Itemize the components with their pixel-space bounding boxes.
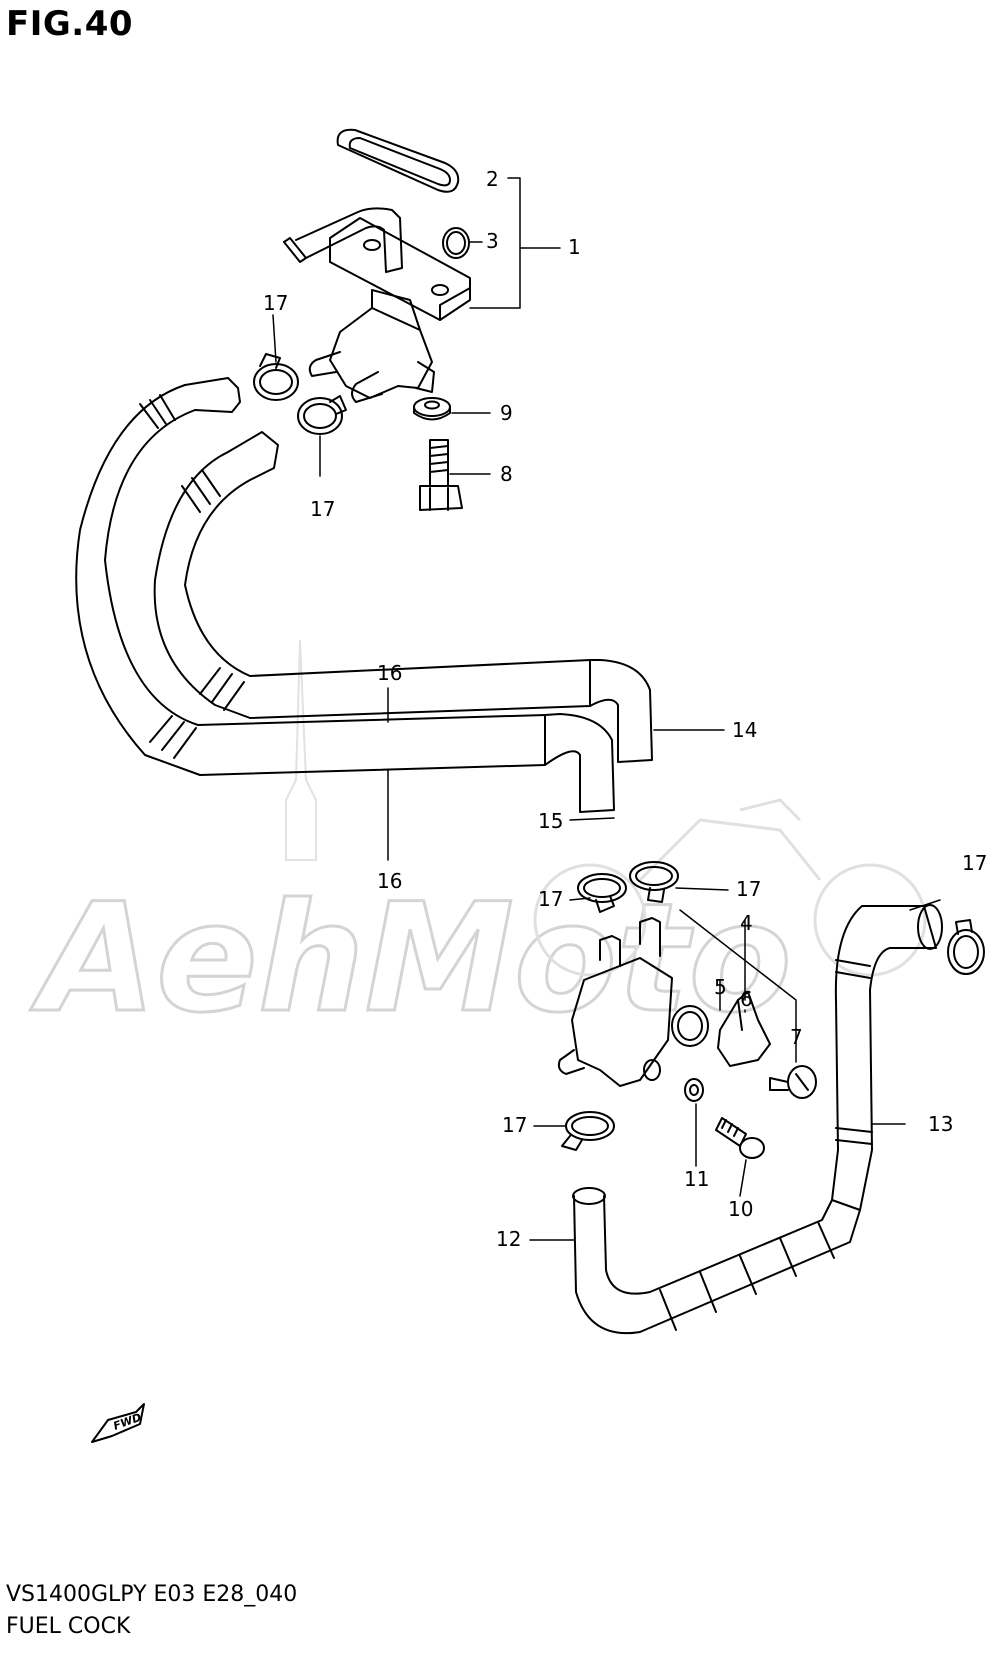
callout-17-upper-b: 17 xyxy=(310,497,335,521)
hose-clamp-17-lower-a xyxy=(577,873,627,913)
callout-16-lower: 16 xyxy=(377,869,402,893)
fuel-cock-lower-body xyxy=(557,917,709,1087)
screw-10 xyxy=(715,1117,765,1159)
figure-name: FUEL COCK xyxy=(6,1614,131,1639)
gasket-2 xyxy=(336,128,460,193)
callout-10: 10 xyxy=(728,1197,753,1221)
hose-14 xyxy=(589,659,653,763)
hose-13 xyxy=(831,904,943,1211)
callouts: 2 3 1 17 9 8 17 16 14 15 16 17 17 17 4 5… xyxy=(263,167,987,1251)
hose-clamp-17-lower-b xyxy=(629,861,679,903)
callout-1: 1 xyxy=(568,235,581,259)
o-ring-3 xyxy=(442,227,470,259)
callout-5: 5 xyxy=(714,975,727,999)
washer-9 xyxy=(413,397,451,421)
washer-11 xyxy=(684,1078,704,1102)
callout-17-lower-a: 17 xyxy=(538,887,563,911)
hose-16-inner xyxy=(153,431,591,719)
hose-clamp-17-upper-a xyxy=(253,353,299,401)
fwd-arrow-icon xyxy=(91,1403,145,1443)
callout-12: 12 xyxy=(496,1227,521,1251)
callout-9: 9 xyxy=(500,401,513,425)
callout-6: 6 xyxy=(740,987,753,1011)
bolt-8 xyxy=(419,439,463,511)
hose-12 xyxy=(572,1187,861,1335)
callout-15: 15 xyxy=(538,809,563,833)
callout-11: 11 xyxy=(684,1167,709,1191)
hose-clamp-17-right xyxy=(947,919,985,975)
callout-13: 13 xyxy=(928,1112,953,1136)
screw-7 xyxy=(769,1065,817,1099)
callout-17-right: 17 xyxy=(962,851,987,875)
watermark-text: AehMoto xyxy=(30,872,792,1046)
callout-17-lower-b: 17 xyxy=(736,877,761,901)
figure-title: FIG.40 xyxy=(6,4,134,44)
hose-15 xyxy=(544,713,615,813)
callout-17-upper-a: 17 xyxy=(263,291,288,315)
callout-8: 8 xyxy=(500,462,513,486)
hose-clamp-17-lower-c xyxy=(561,1111,615,1151)
callout-4: 4 xyxy=(740,911,753,935)
hose-16-outer xyxy=(75,377,546,776)
callout-3: 3 xyxy=(486,229,499,253)
model-code: VS1400GLPY E03 E28_040 xyxy=(6,1582,298,1607)
callout-2: 2 xyxy=(486,167,499,191)
callout-17-lower-c: 17 xyxy=(502,1113,527,1137)
callout-7: 7 xyxy=(790,1025,803,1049)
lever-6 xyxy=(717,991,771,1067)
leader-lines xyxy=(272,177,941,1241)
callout-16-upper: 16 xyxy=(377,661,402,685)
fuel-cock-upper-1 xyxy=(283,207,471,403)
watermark: AehMoto xyxy=(29,639,927,1048)
callout-14: 14 xyxy=(732,718,757,742)
hose-clamp-17-upper-b xyxy=(297,395,347,435)
